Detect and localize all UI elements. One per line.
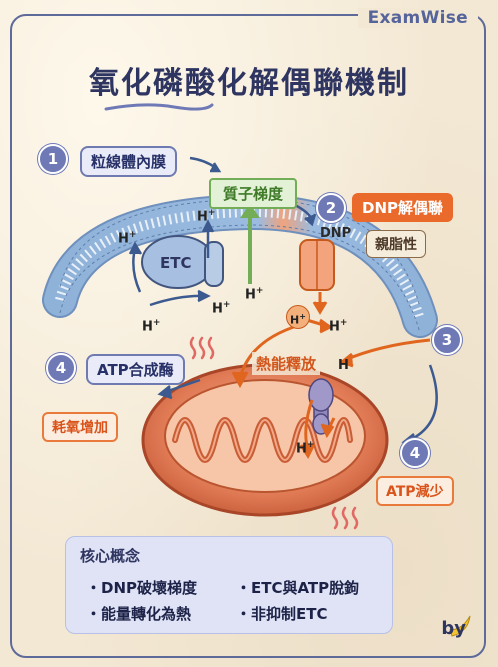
proton-label: H+ <box>212 300 231 317</box>
concept-item: ・ETC與ATP脫鉤 <box>236 579 360 597</box>
dnp-channel <box>299 239 335 291</box>
atp-synthase <box>308 378 334 435</box>
step-2-badge: 2 <box>316 193 346 223</box>
atp-decrease-tag: ATP減少 <box>376 476 454 506</box>
heat-release-label: 熱能釋放 <box>252 352 321 375</box>
gradient-arrow <box>240 204 260 284</box>
proton-circle: H+ <box>286 305 310 329</box>
step-1-badge: 1 <box>38 144 68 174</box>
proton-label: H+ <box>245 286 264 303</box>
concept-title: 核心概念 <box>80 547 141 565</box>
lipophilic-tag: 親脂性 <box>366 230 426 258</box>
blue-arrows <box>128 156 438 448</box>
dnp-label: DNP <box>320 226 352 241</box>
title-underline <box>104 103 214 111</box>
dnp-uncoupler-label: DNP解偶聯 <box>352 193 453 222</box>
brand-logo: ExamWise <box>357 8 478 28</box>
etc-label: ETC <box>160 254 192 272</box>
concept-item: ・DNP破壞梯度 <box>86 579 197 597</box>
step-4b-badge: 4 <box>400 438 430 468</box>
banana-icon <box>449 615 471 637</box>
step-3-badge: 3 <box>432 325 462 355</box>
concept-item: ・能量轉化為熱 <box>86 605 192 623</box>
page-title: 氧化磷酸化解偶聯機制 <box>89 66 409 101</box>
etc-protein <box>141 235 224 289</box>
step-4-badge: 4 <box>46 353 76 383</box>
proton-label: H+ <box>142 318 161 335</box>
concept-item: ・非抑制ETC <box>236 605 328 623</box>
orange-arrows <box>231 292 431 460</box>
byline: by <box>441 618 466 639</box>
proton-label: H+ <box>118 230 137 247</box>
oxygen-increase-tag: 耗氧增加 <box>42 412 118 442</box>
inner-membrane-label: 粒線體內膜 <box>80 146 178 177</box>
core-concept-box: 核心概念 ・DNP破壞梯度 ・ETC與ATP脫鉤 ・能量轉化為熱 ・非抑制ETC <box>65 536 393 634</box>
heat-waves <box>189 336 359 530</box>
proton-gradient-label: 質子梯度 <box>209 178 298 209</box>
proton-label: H+ <box>329 318 348 335</box>
proton-label: H+ <box>296 440 315 457</box>
proton-h-label: H <box>338 358 349 373</box>
proton-label: H+ <box>197 208 216 225</box>
atp-synthase-label: ATP合成酶 <box>86 354 185 385</box>
frame-border <box>10 14 486 658</box>
